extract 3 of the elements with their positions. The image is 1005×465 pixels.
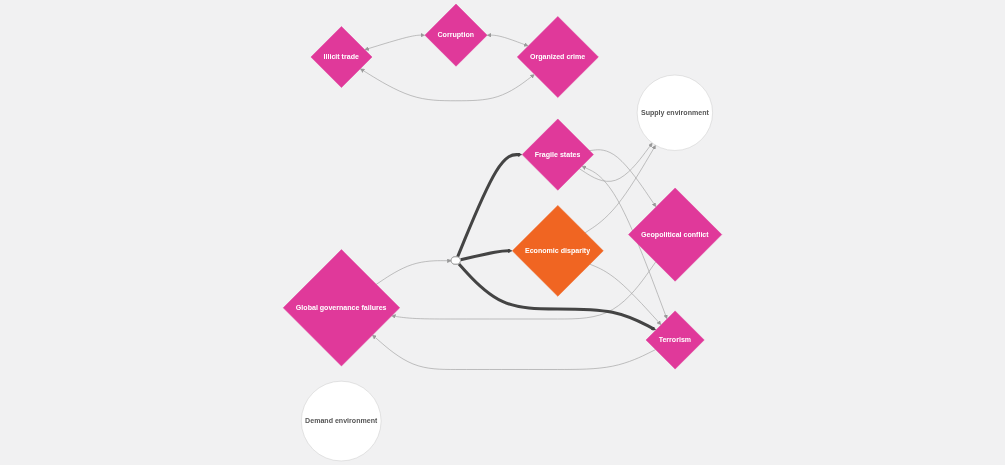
arrow — [457, 262, 656, 331]
arrow — [460, 248, 513, 262]
arrow — [456, 152, 523, 258]
